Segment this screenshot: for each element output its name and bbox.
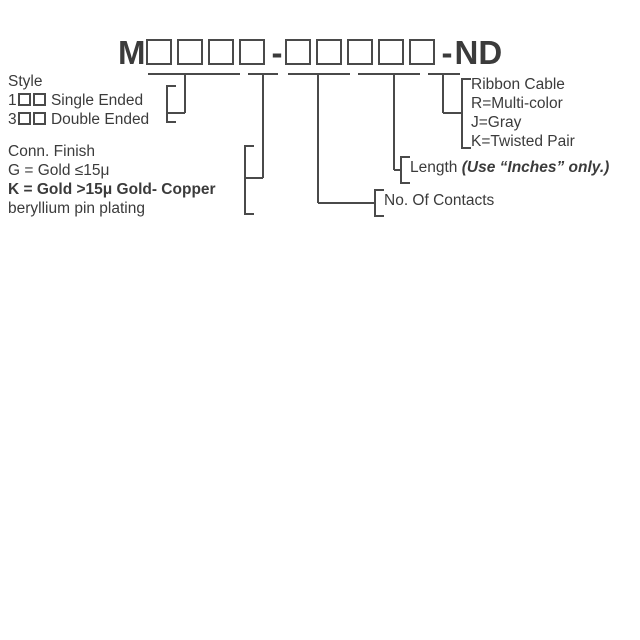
part-number-box [377,39,404,65]
bracket-finish [244,145,254,215]
style-option-single: 1 Single Ended [8,91,149,110]
conn-finish-heading: Conn. Finish [8,143,96,160]
style-placeholder-box [17,112,31,125]
length-note: (Use “Inches” only.) [461,159,610,176]
style-option-double: 3 Double Ended [8,110,149,129]
part-number-box [408,39,435,65]
style-option-single-code: 1 [8,92,17,109]
cable-option-multicolor: R=Multi-color [471,95,563,112]
contacts-legend: No. Of Contacts [384,191,494,210]
bracket-style [166,85,176,123]
style-placeholder-box [32,112,46,125]
style-legend: Style 1 Single Ended 3 Double Ended [8,72,149,129]
part-number-box [145,39,172,65]
part-number-box [176,39,203,65]
cable-option-twisted-pair: K=Twisted Pair [471,133,575,150]
conn-finish-legend: Conn. Finish G = Gold ≤15μ K = Gold >15μ… [8,142,216,218]
contacts-label: No. Of Contacts [384,192,495,209]
part-number-group-1 [145,39,270,65]
length-label: Length [410,159,458,176]
conn-finish-gold-thick-cont: beryllium pin plating [8,200,145,217]
conn-finish-gold-thin: G = Gold ≤15μ [8,162,110,179]
part-number-group-2 [284,39,440,65]
style-option-single-label: Single Ended [50,92,144,109]
style-heading: Style [8,73,43,90]
part-number-separator-1: - [271,33,283,71]
part-number-box [238,39,265,65]
conn-finish-gold-thick: K = Gold >15μ Gold- Copper [8,181,216,198]
cable-legend: Ribbon Cable R=Multi-color J=Gray K=Twis… [471,75,575,151]
part-number-box [284,39,311,65]
part-number-box [315,39,342,65]
bracket-contacts [374,189,384,217]
style-option-double-label: Double Ended [50,111,150,128]
part-number-box [346,39,373,65]
style-option-double-code: 3 [8,111,17,128]
part-number-prefix: M [118,33,146,71]
style-placeholder-box [17,93,31,106]
part-number-string: M - - ND [118,32,502,72]
cable-heading: Ribbon Cable [471,76,565,93]
cable-option-gray: J=Gray [471,114,522,131]
part-number-box [207,39,234,65]
part-number-separator-2: - [441,33,453,71]
length-legend: Length (Use “Inches” only.) [410,158,609,177]
part-number-suffix: ND [454,33,503,71]
bracket-cable [461,78,471,149]
bracket-length [400,156,410,184]
style-placeholder-box [32,93,46,106]
